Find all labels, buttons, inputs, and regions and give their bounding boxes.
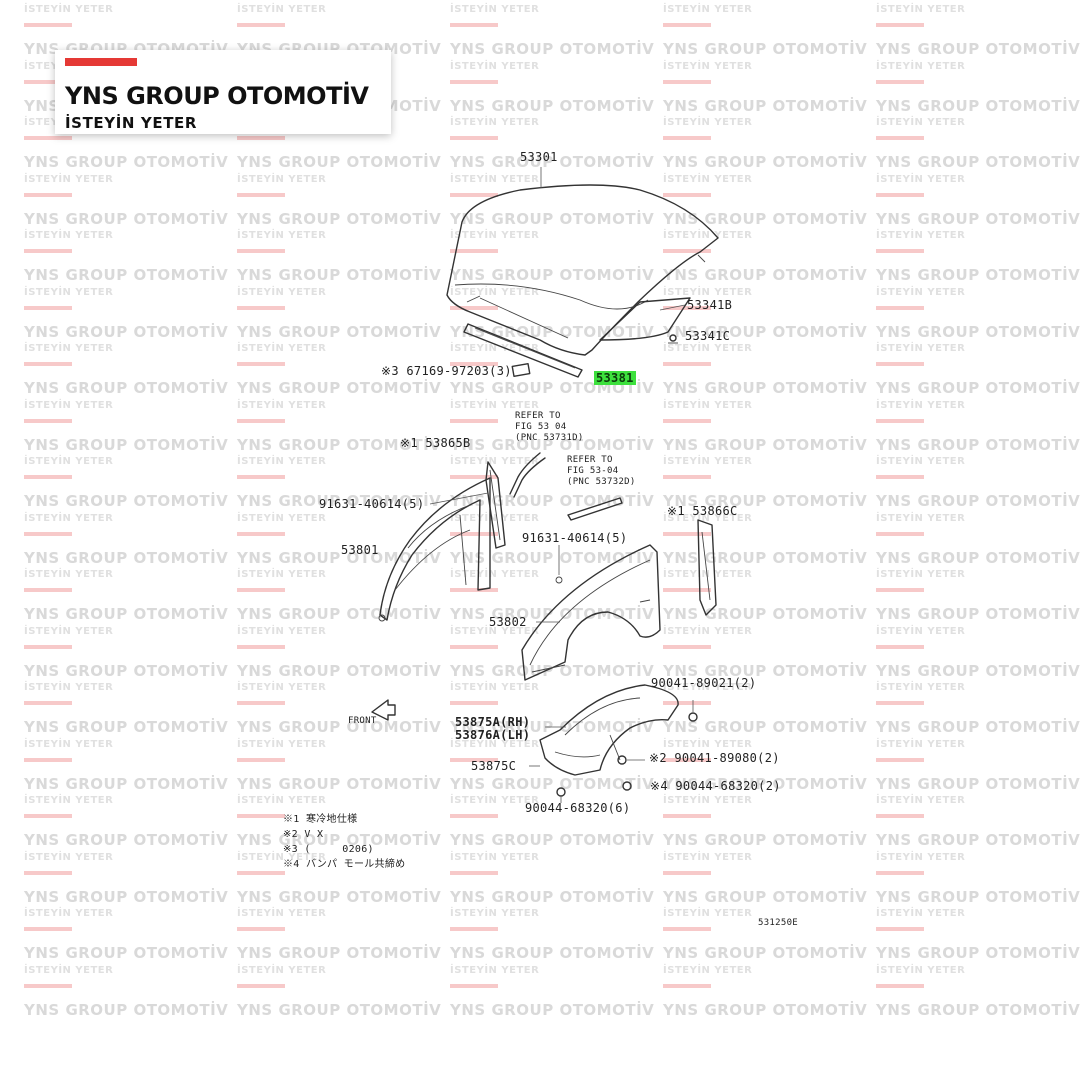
label-clip-67169: ※3 67169-97203(3) xyxy=(381,364,512,378)
brand-card: YNS GROUP OTOMOTİV İSTEYİN YETER xyxy=(55,50,391,134)
label-bolt-89021: 90041-89021(2) xyxy=(651,676,757,690)
note-1: ※1 寒冷地仕様 xyxy=(283,814,358,825)
label-seal-b: ※1 53865B xyxy=(400,436,471,450)
label-hood: 53301 xyxy=(520,150,558,164)
label-bolt-68320-2: ※4 90044-68320(2) xyxy=(650,779,781,793)
note-2: ※2 V X xyxy=(283,829,324,840)
diagram-code: 531250E xyxy=(758,918,799,928)
hood-drawing xyxy=(446,184,719,378)
label-front-arrow: FRONT xyxy=(348,716,377,726)
label-screw-right: 91631-40614(5) xyxy=(522,531,628,545)
bolt-drawings xyxy=(556,700,698,803)
label-highlighted-part: 53381 xyxy=(594,371,636,385)
brand-subtitle: İSTEYİN YETER xyxy=(65,114,198,132)
note-3: ※3 ( 0206) xyxy=(283,844,374,855)
label-refer-2: REFER TO FIG 53-04 (PNC 53732D) xyxy=(567,455,636,487)
label-53341c: 53341C xyxy=(685,329,731,343)
label-screw-left: 91631-40614(5) xyxy=(319,497,425,511)
note-4: ※4 バンパ モール共締め xyxy=(283,859,406,870)
front-arrow-drawing xyxy=(371,699,396,721)
label-liner-rh: 53875A(RH) xyxy=(455,715,531,729)
label-liner-c: 53875C xyxy=(471,759,517,773)
liner-drawing xyxy=(539,684,679,776)
brand-accent-bar xyxy=(65,58,137,66)
label-liner-lh: 53876A(LH) xyxy=(455,728,531,742)
label-fender-rh: 53802 xyxy=(489,615,527,629)
label-bolt-68320-6: 90044-68320(6) xyxy=(525,801,631,815)
label-fender-lh: 53801 xyxy=(341,543,379,557)
fender-53802-drawing xyxy=(521,544,661,681)
label-seal-c: ※1 53866C xyxy=(667,504,738,518)
brand-title: YNS GROUP OTOMOTİV xyxy=(65,82,369,110)
label-refer-1: REFER TO FIG 53 04 (PNC 53731D) xyxy=(515,411,584,443)
label-53341b: 53341B xyxy=(687,298,733,312)
label-bolt-89080: ※2 90041-89080(2) xyxy=(649,751,780,765)
seal-53866c-drawing xyxy=(697,519,717,616)
seal-53865b-drawing xyxy=(485,461,506,549)
